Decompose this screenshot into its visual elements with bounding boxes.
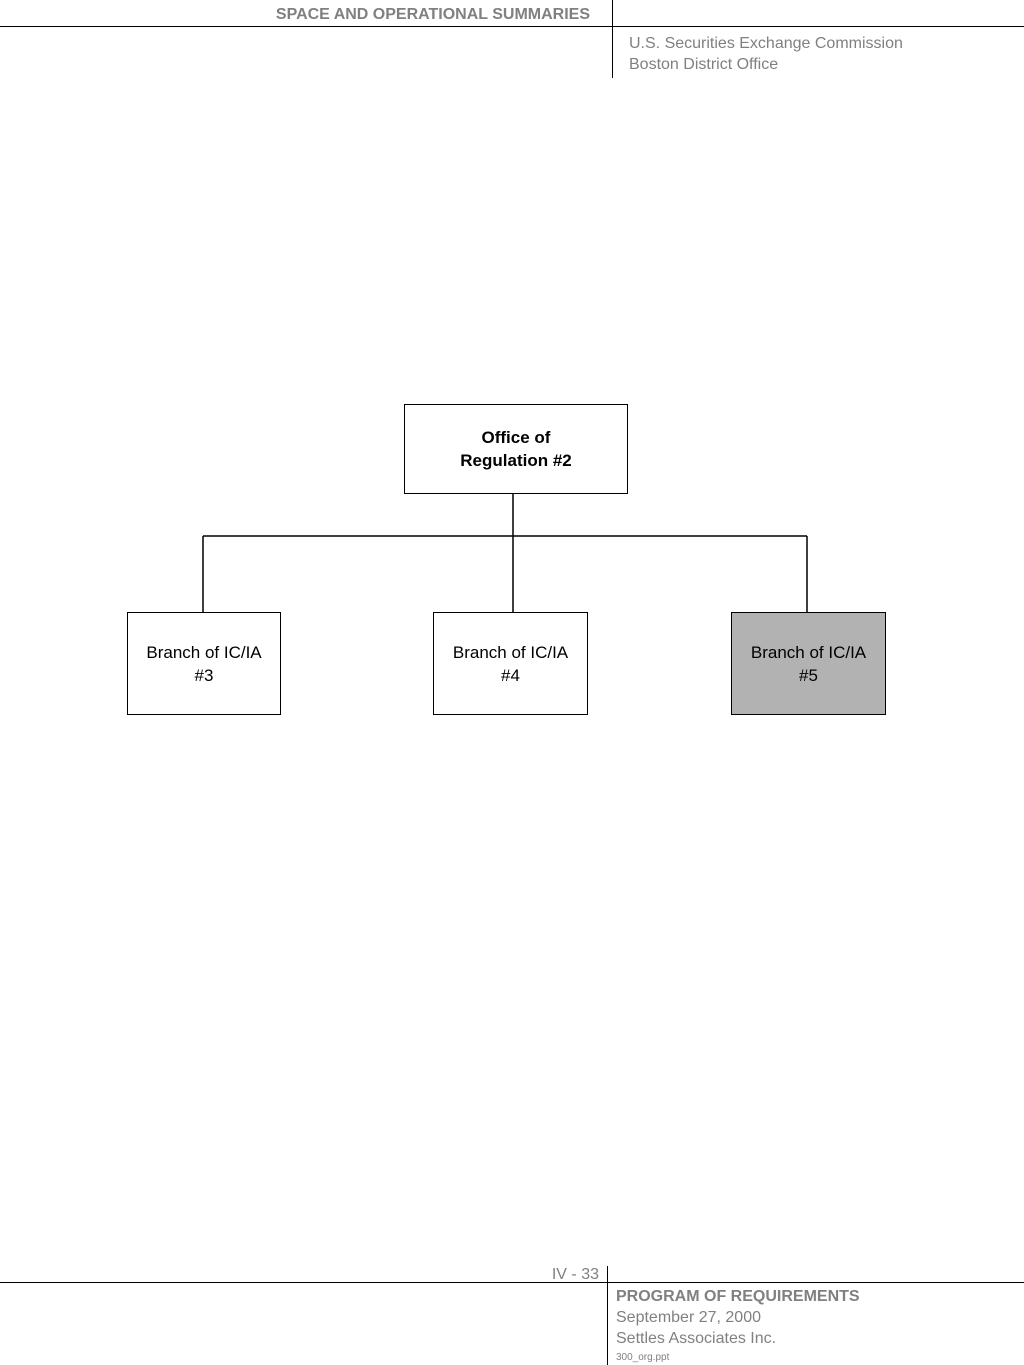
footer-filename: 300_org.ppt bbox=[616, 1352, 670, 1363]
branch-3-box: Branch of IC/IA #3 bbox=[127, 612, 281, 715]
root-label-line-2: Regulation #2 bbox=[460, 451, 572, 470]
branch-5-box: Branch of IC/IA #5 bbox=[731, 612, 886, 715]
branch-3-label-line-1: Branch of IC/IA bbox=[146, 642, 262, 662]
office-of-regulation-box: Office of Regulation #2 bbox=[404, 404, 628, 494]
header-rule bbox=[0, 26, 1024, 27]
root-label-line-1: Office of bbox=[481, 428, 551, 447]
footer-rule bbox=[0, 1282, 1024, 1283]
footer-company: Settles Associates Inc. bbox=[616, 1330, 777, 1347]
branch-4-label-line-1: Branch of IC/IA bbox=[452, 642, 569, 662]
footer-document-title: PROGRAM OF REQUIREMENTS bbox=[616, 1288, 860, 1305]
branch-5-label-line-2: #5 bbox=[799, 665, 818, 685]
branch-4-box: Branch of IC/IA #4 bbox=[433, 612, 588, 715]
branch-3-label-line-2: #3 bbox=[194, 665, 214, 685]
header-organization: U.S. Securities Exchange Commission bbox=[629, 35, 903, 52]
header-office: Boston District Office bbox=[629, 56, 779, 73]
header-divider bbox=[612, 0, 613, 78]
header-section-title: SPACE AND OPERATIONAL SUMMARIES bbox=[275, 6, 590, 23]
footer-divider bbox=[607, 1266, 608, 1365]
branch-4-label-line-2: #4 bbox=[501, 665, 520, 685]
footer-date: September 27, 2000 bbox=[616, 1309, 761, 1326]
page-number: IV - 33 bbox=[551, 1266, 599, 1283]
branch-5-label-line-1: Branch of IC/IA bbox=[750, 642, 867, 662]
